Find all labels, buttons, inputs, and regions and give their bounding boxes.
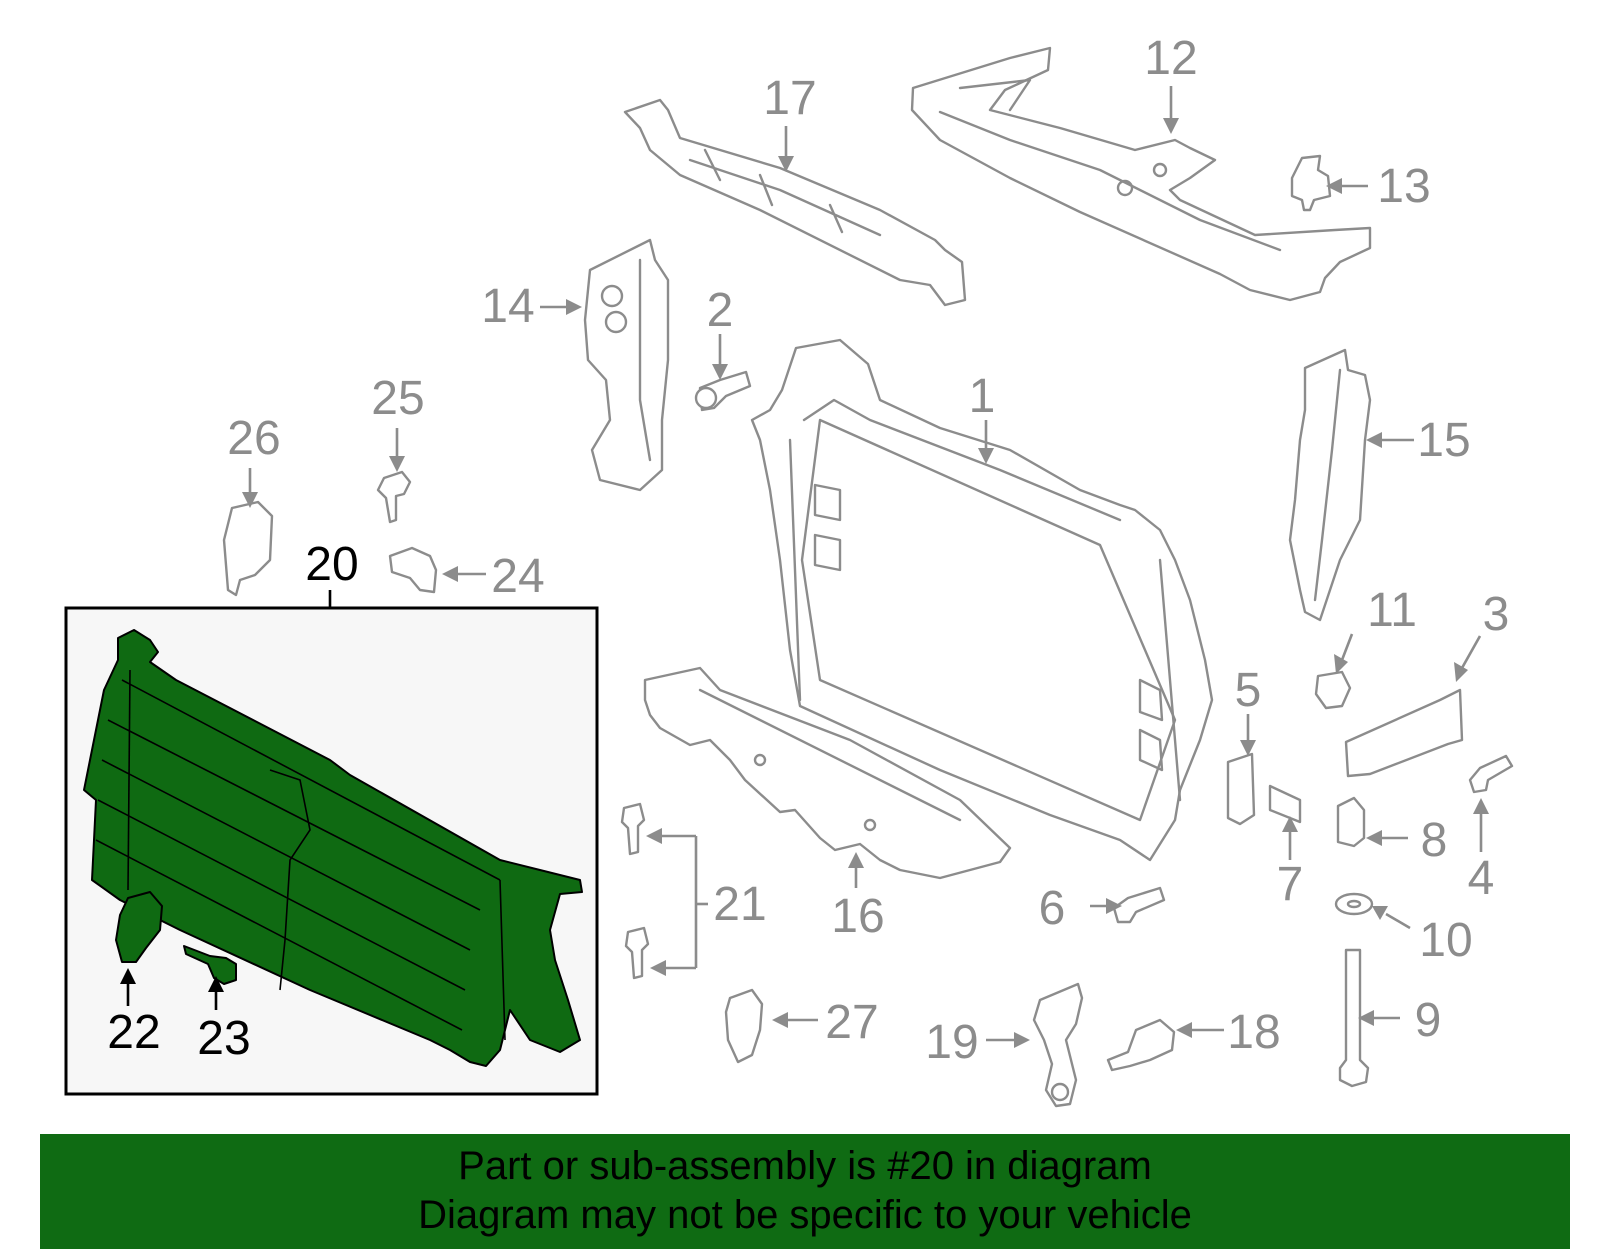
part-17-seal-bar [623,98,967,307]
callout-22: 22 [107,1006,160,1059]
callout-23: 23 [197,1012,250,1065]
part-18-sensor [1106,1018,1176,1072]
leader-arrows-highlight [120,590,332,1010]
part-3-bracket [1344,688,1464,778]
part-23-screw [183,945,237,985]
part-24-clip [388,546,438,594]
part-12-upper-tie-bar [910,46,1372,302]
callout-8: 8 [1421,814,1448,867]
part-25-screw [376,470,412,524]
callout-14: 14 [481,280,534,333]
part-8-bracket [1336,796,1366,848]
part-26-bracket [222,500,274,597]
callout-16: 16 [831,890,884,943]
part-21-bolts [620,802,650,980]
callout-24: 24 [491,550,544,603]
callout-10: 10 [1419,914,1472,967]
part-1-radiator-support [750,338,1214,862]
part-11-nut [1314,670,1352,710]
callout-4: 4 [1468,852,1495,905]
leader-arrows [242,86,1489,1048]
callout-labels: 1 2 3 4 5 6 7 8 9 10 11 12 13 14 15 16 1… [107,32,1509,1069]
callout-2: 2 [707,284,734,337]
part-13-clip [1290,154,1332,212]
part-10-washer [1334,892,1374,916]
callout-9: 9 [1415,994,1442,1047]
part-16-lower-shield [643,666,1012,880]
part-9-long-bolt [1338,948,1370,1088]
part-15-right-bracket [1288,348,1372,622]
part-27-clip [724,988,764,1064]
callout-7: 7 [1277,858,1304,911]
callout-25: 25 [371,372,424,425]
callout-11: 11 [1367,584,1417,637]
callout-27: 27 [825,996,878,1049]
banner-line-1: Part or sub-assembly is #20 in diagram [458,1144,1152,1188]
callout-17: 17 [763,72,816,125]
callout-20: 20 [305,538,358,591]
part-4-bolt [1468,754,1514,794]
callout-13: 13 [1377,160,1430,213]
part-20-shutter-assembly [83,629,583,1067]
info-banner: Part or sub-assembly is #20 in diagram D… [40,1134,1570,1249]
part-19-hood-latch [1032,982,1084,1108]
part-7-plate [1268,784,1302,824]
part-14-left-bracket [583,238,670,492]
callout-1: 1 [969,370,996,423]
part-22-motor [115,891,163,963]
callout-15: 15 [1417,414,1470,467]
banner-line-2: Diagram may not be specific to your vehi… [418,1193,1192,1237]
callout-18: 18 [1227,1006,1280,1059]
part-5-bracket [1226,752,1256,826]
callout-3: 3 [1483,588,1510,641]
callout-5: 5 [1235,664,1262,717]
part-6-bolt [1112,886,1166,924]
part-2-bolt [694,370,752,412]
callout-19: 19 [925,1016,978,1069]
callout-6: 6 [1039,882,1066,935]
callout-26: 26 [227,412,280,465]
callout-12: 12 [1144,32,1197,85]
callout-21: 21 [713,878,766,931]
